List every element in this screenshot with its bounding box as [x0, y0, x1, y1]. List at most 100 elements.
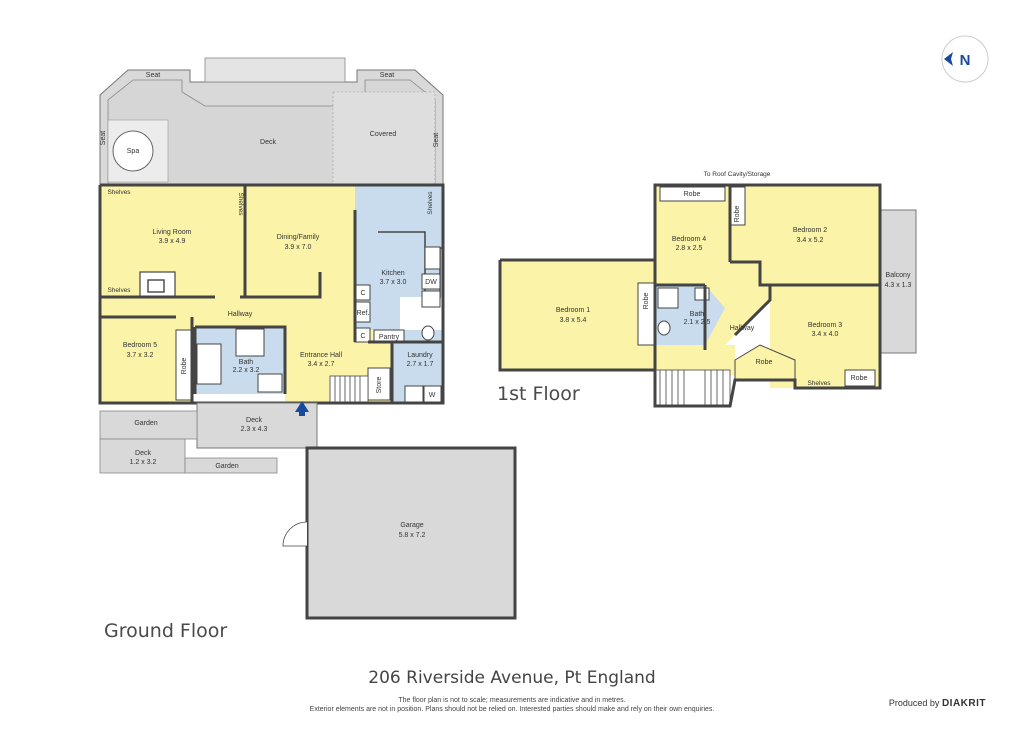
ground-floor — [98, 57, 517, 620]
compass-arrow-icon — [944, 52, 953, 66]
compass-label: N — [960, 52, 971, 69]
robe-bed3 — [734, 344, 796, 381]
deck-label: Deck — [260, 139, 276, 146]
first-walls — [498, 183, 882, 408]
room-dimensions: 3.9 x 4.9 — [159, 238, 186, 245]
garden-1 — [99, 410, 198, 440]
fireplace-inner — [147, 279, 165, 293]
room-dimensions: 3.4 x 2.7 — [308, 361, 335, 368]
room-name: Bedroom 2 — [793, 227, 827, 234]
seat-label: Seat — [146, 72, 160, 79]
vanity-first — [694, 287, 710, 301]
room-dimensions: 2.7 x 1.7 — [407, 361, 434, 368]
room-dimensions: 2.1 x 2.5 — [684, 319, 711, 326]
seat-label: Seat — [100, 131, 107, 145]
robe-label: Robe — [181, 358, 188, 375]
c-label: C — [360, 290, 365, 297]
laundry-tub — [404, 385, 424, 403]
disclaimer-line: Exterior elements are not in position. P… — [309, 706, 715, 713]
robe-bed3b — [844, 369, 876, 387]
pantry-label: Pantry — [379, 334, 400, 341]
room-dimensions: 2.8 x 2.5 — [676, 245, 703, 252]
washer-label: W — [429, 392, 436, 399]
stairs-first — [654, 369, 731, 407]
room-dimensions: 3.8 x 5.4 — [560, 317, 587, 324]
room-dimensions: 3.7 x 3.2 — [127, 352, 154, 359]
room-name: Entrance Hall — [300, 352, 342, 359]
producer-name: DIAKRIT — [941, 698, 986, 709]
shelves-label: Shelves — [807, 380, 831, 387]
room-dimensions: 3.7 x 3.0 — [380, 279, 407, 286]
fireplace — [139, 271, 176, 298]
room-name: Living Room — [153, 229, 192, 236]
room-name: Deck — [135, 450, 151, 457]
seat-label: Seat — [380, 72, 394, 79]
robe-top — [659, 186, 726, 202]
hallway-label: Hallway — [730, 325, 755, 332]
shelves-label: Shelves — [107, 189, 131, 196]
disclaimer-line: The floor plan is not to scale; measurem… — [398, 697, 626, 704]
room-dimensions: 2.2 x 3.2 — [233, 367, 260, 374]
room-dimensions: 5.8 x 7.2 — [399, 532, 426, 539]
compass-circle — [941, 35, 989, 83]
room-name: Dining/Family — [277, 234, 320, 241]
deck-steps — [204, 57, 346, 83]
dining-family — [245, 185, 355, 297]
room-name: Bedroom 1 — [556, 307, 590, 314]
shelves-label: Shelves — [427, 191, 434, 215]
garage — [305, 446, 517, 620]
dw-label: DW — [425, 279, 437, 286]
hallway-label: Hallway — [228, 311, 253, 318]
bathtub — [196, 343, 222, 385]
room-name: Bedroom 3 — [808, 322, 842, 329]
robe-bed1 — [637, 282, 656, 346]
producer-prefix: Produced by — [888, 698, 940, 708]
entrance-arrow — [295, 401, 309, 416]
room-name: Kitchen — [381, 270, 404, 277]
room-name: Deck — [246, 417, 262, 424]
room-name: Bedroom 4 — [672, 236, 706, 243]
producer-credit: Produced by DIAKRIT — [889, 698, 986, 709]
hallway-upper — [705, 260, 770, 350]
toilet-laundry — [421, 325, 435, 341]
room-name: Bedroom 5 — [123, 342, 157, 349]
store-label: Store — [376, 377, 383, 394]
covered-label: Covered — [370, 131, 397, 138]
spa — [112, 130, 154, 172]
room-dimensions: 3.4 x 5.2 — [797, 237, 824, 244]
side-deck — [99, 438, 186, 474]
shelves-label: Shelves — [107, 287, 131, 294]
ground-walls — [98, 183, 445, 405]
room-name: Garage — [400, 522, 423, 529]
compass: N — [941, 35, 989, 83]
first-labels: To Roof Cavity/Storage Robe Robe Bedroom… — [497, 171, 912, 405]
room-name: Laundry — [407, 352, 433, 359]
sink — [424, 246, 441, 270]
c-label: C — [360, 333, 365, 340]
seat-label: Seat — [433, 133, 440, 147]
shelves-label: Shelves — [237, 192, 244, 216]
room-dimensions: 3.4 x 4.0 — [812, 331, 839, 338]
stairs-ground — [329, 375, 369, 404]
cooktop — [421, 290, 441, 308]
spa-label: Spa — [127, 148, 140, 155]
robe-label: Robe — [851, 375, 868, 382]
property-address: 206 Riverside Avenue, Pt England — [368, 668, 656, 688]
shower-first — [657, 287, 679, 309]
roof-storage-label: To Roof Cavity/Storage — [704, 171, 771, 178]
garden-2 — [184, 457, 278, 474]
toilet-first — [657, 320, 671, 336]
first-floor — [498, 183, 917, 408]
garden-label: Garden — [134, 420, 157, 427]
vanity — [257, 373, 283, 393]
room-name: Balcony — [886, 272, 911, 279]
garage-door-swing — [282, 521, 308, 547]
covered-area — [332, 91, 436, 186]
room-name: Bath — [690, 311, 705, 318]
shower — [235, 328, 265, 357]
ref-label: Ref. — [357, 310, 370, 317]
room-dimensions: 1.2 x 3.2 — [130, 459, 157, 466]
robe-label: Robe — [684, 191, 701, 198]
robe-label: Robe — [734, 206, 741, 223]
